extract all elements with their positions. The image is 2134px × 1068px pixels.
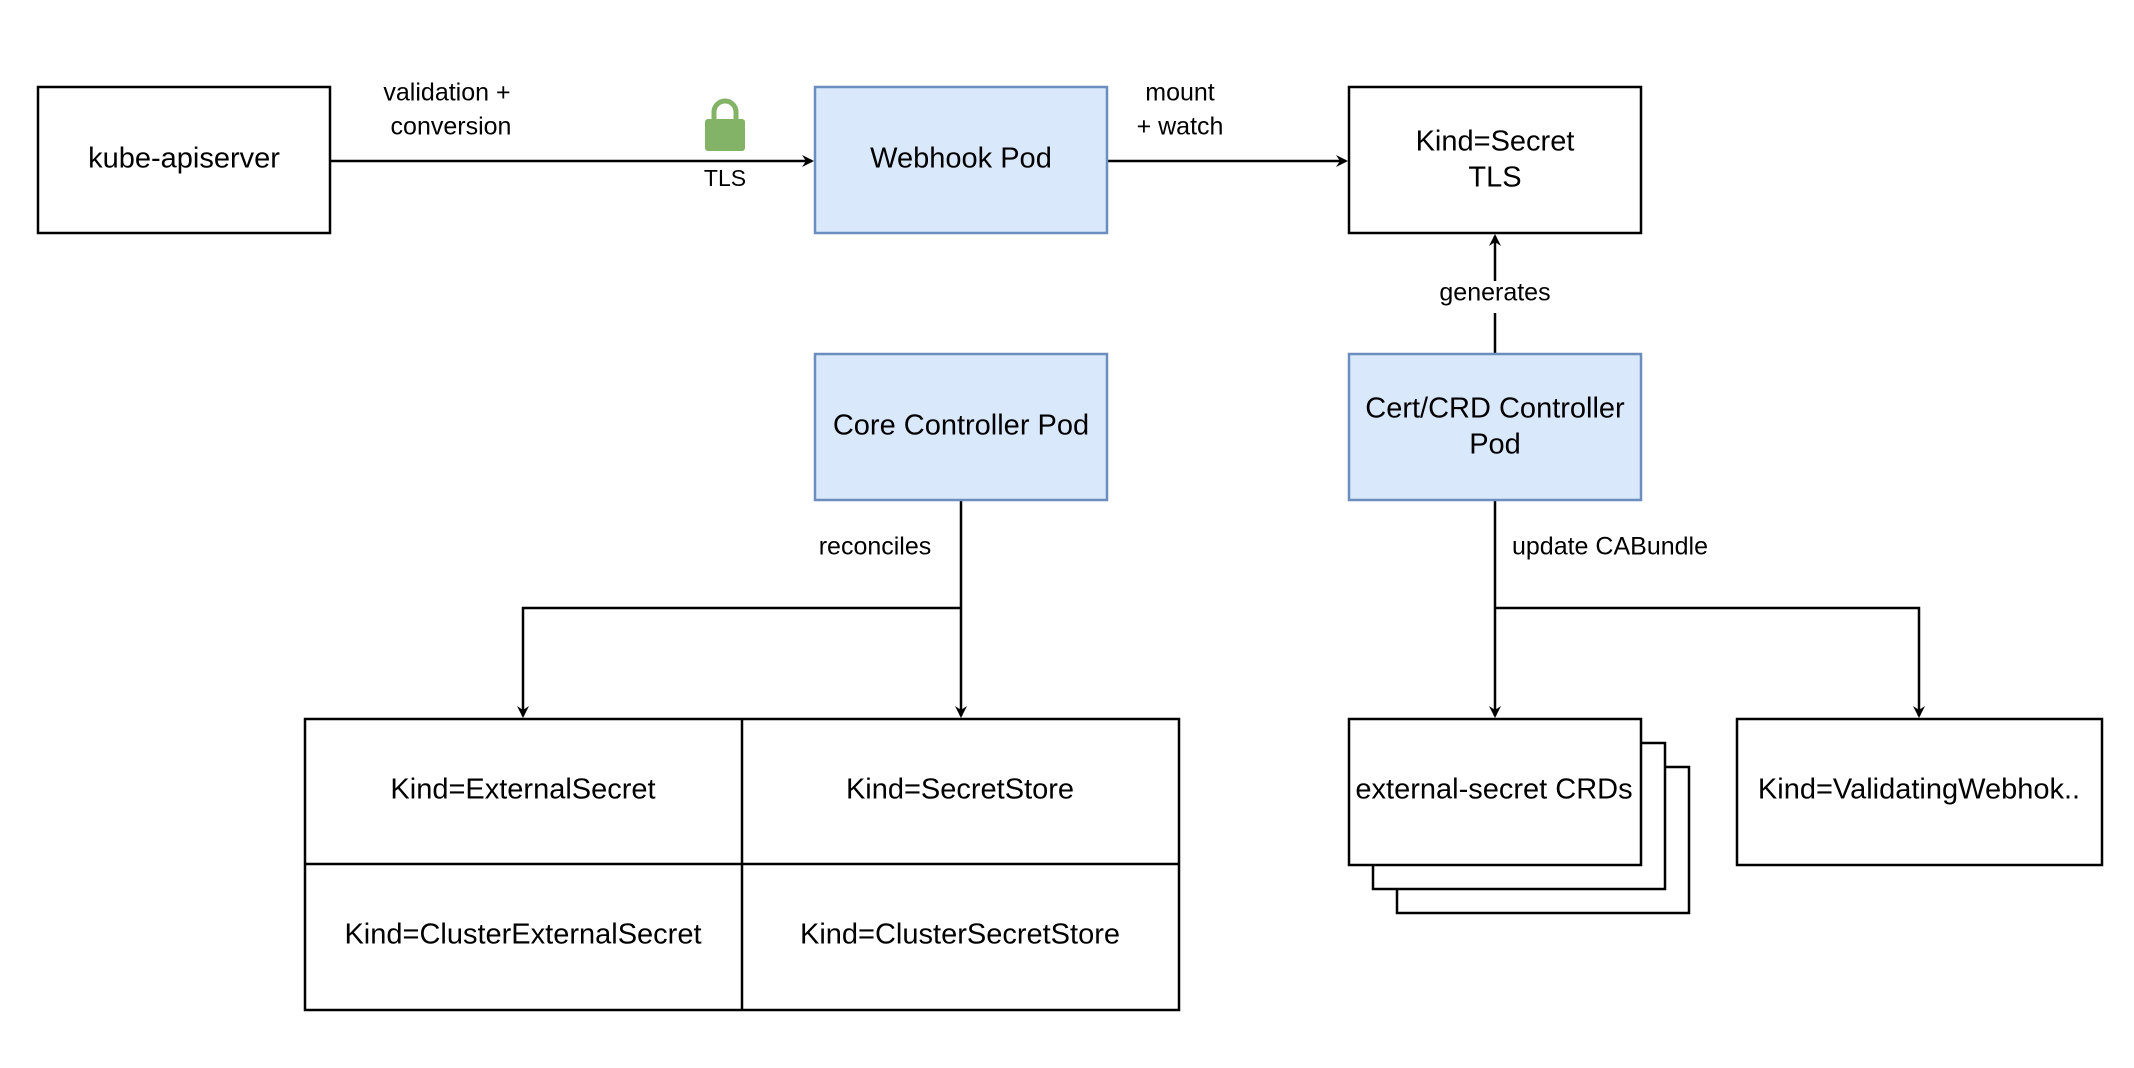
core-controller-pod-label: Core Controller Pod: [833, 410, 1089, 442]
validation-conversion-label-line-2: conversion: [391, 113, 512, 141]
validating-webhook-label: Kind=ValidatingWebhok..: [1758, 774, 2080, 806]
kube-apiserver-label: kube-apiserver: [88, 143, 280, 175]
crd-kinds-table: Kind=ExternalSecret Kind=SecretStore Kin…: [303, 717, 1181, 1012]
cluster-external-secret-cell[interactable]: Kind=ClusterExternalSecret: [344, 919, 701, 951]
external-secret-crds-label: external-secret CRDs: [1355, 774, 1632, 806]
cert-crd-controller-pod-node[interactable]: Cert/CRD Controller Pod: [1347, 352, 1643, 502]
mount-watch-label-line-2: + watch: [1137, 113, 1224, 141]
cluster-secret-store-cell[interactable]: Kind=ClusterSecretStore: [800, 919, 1120, 951]
core-controller-pod-node[interactable]: Core Controller Pod: [813, 352, 1109, 502]
reconciles-label: reconciles: [819, 533, 932, 561]
mount-watch-label-line-1: mount: [1145, 79, 1215, 107]
secret-tls-label-line-1: Kind=Secret: [1416, 126, 1575, 158]
external-secret-cell[interactable]: Kind=ExternalSecret: [390, 774, 655, 806]
webhook-pod-node[interactable]: Webhook Pod: [813, 85, 1109, 235]
secret-tls-node[interactable]: Kind=Secret TLS: [1347, 85, 1643, 235]
edge-cert-controller-updates-cabundle: [1489, 500, 1925, 718]
cert-crd-controller-label-line-1: Cert/CRD Controller: [1365, 393, 1625, 425]
secret-store-cell[interactable]: Kind=SecretStore: [846, 774, 1074, 806]
edge-core-controller-reconciles: [517, 500, 967, 718]
generates-label: generates: [1439, 279, 1550, 307]
webhook-pod-label: Webhook Pod: [870, 143, 1052, 175]
external-secret-crds-stack[interactable]: external-secret CRDs: [1347, 717, 1691, 915]
cert-crd-controller-label-line-2: Pod: [1469, 429, 1521, 461]
padlock-icon: [705, 98, 745, 151]
validation-conversion-label-line-1: validation +: [383, 79, 510, 107]
validating-webhook-node[interactable]: Kind=ValidatingWebhok..: [1735, 717, 2104, 867]
secret-tls-label-line-2: TLS: [1468, 162, 1521, 194]
tls-label: TLS: [704, 165, 746, 191]
update-cabundle-label: update CABundle: [1512, 533, 1708, 561]
kube-apiserver-node[interactable]: kube-apiserver: [36, 85, 332, 235]
